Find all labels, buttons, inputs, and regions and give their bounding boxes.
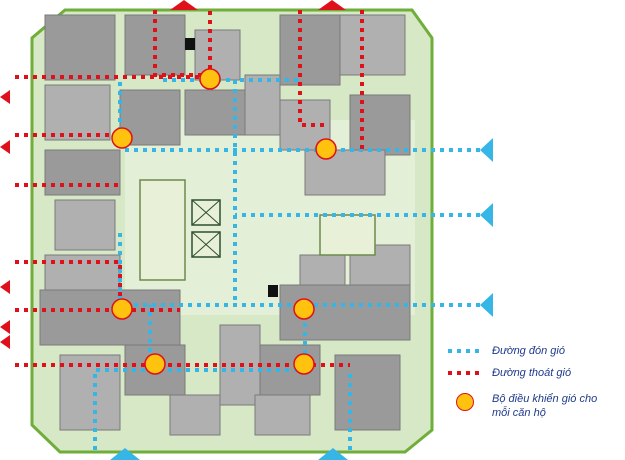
elevator-cross: [191, 199, 221, 226]
apartment-unit: [59, 354, 121, 431]
exhaust-arrow-icon: [318, 0, 346, 10]
exhaust-arrow-icon: [0, 140, 10, 154]
exhaust-arrow-icon: [0, 280, 10, 294]
apartment-unit: [349, 94, 411, 156]
apartment-unit: [54, 199, 116, 251]
exhaust-path: [298, 10, 325, 127]
apartment-unit: [44, 14, 116, 81]
wind-controller-icon: [293, 353, 315, 375]
stair-core: [139, 179, 186, 281]
wind-controller-icon: [293, 298, 315, 320]
intake-path: [160, 78, 237, 300]
exhaust-arrow-icon: [0, 90, 10, 104]
legend-exhaust-label: Đường thoát gió: [492, 367, 572, 379]
apartment-unit: [44, 149, 121, 196]
wind-controller-icon: [111, 127, 133, 149]
legend-controller: Bộ điều khiển gió cho mỗi căn hộ: [448, 392, 597, 420]
apartment-unit: [279, 14, 341, 86]
intake-path: [93, 305, 307, 450]
building-core: [139, 38, 376, 297]
exhaust-swatch-icon: [448, 371, 482, 375]
apartment-unit: [39, 289, 181, 346]
intake-swatch-icon: [448, 349, 482, 353]
apartment-unit: [304, 149, 386, 196]
legend-controller-label: Bộ điều khiển gió cho: [492, 393, 598, 405]
exhaust-arrow-icon: [0, 335, 10, 349]
exhaust-path: [15, 260, 122, 308]
apartment-unit: [44, 84, 111, 141]
apartment-unit: [169, 394, 221, 436]
elevator-cross: [191, 231, 221, 258]
exhaust-arrow-icon: [170, 0, 198, 10]
wind-controller-icon: [111, 298, 133, 320]
legend-controller-text: Bộ điều khiển gió cho mỗi căn hộ: [492, 392, 597, 420]
wind-controller-icon: [315, 138, 337, 160]
exhaust-arrows: [0, 0, 346, 349]
legend-intake-label: Đường đón gió: [492, 345, 565, 357]
legend-controller-label-2: mỗi căn hộ: [492, 407, 546, 419]
intake-arrow-icon: [480, 203, 493, 227]
intake-path: [240, 40, 302, 82]
intake-arrow-icon: [480, 293, 493, 317]
intake-arrows: [110, 138, 493, 460]
apartment-unit: [254, 394, 311, 436]
exhaust-arrow-icon: [0, 320, 10, 334]
wind-controllers: [111, 68, 337, 375]
intake-arrow-icon: [318, 448, 348, 460]
intake-arrow-icon: [480, 138, 493, 162]
legend-intake: Đường đón gió: [448, 344, 565, 358]
apartment-unit: [334, 354, 401, 431]
apartment-unit: [299, 254, 346, 286]
intake-arrow-icon: [110, 448, 140, 460]
wind-controller-icon: [144, 353, 166, 375]
duct-shaft: [185, 38, 195, 50]
apartment-unit: [339, 14, 406, 76]
stair-core: [319, 214, 376, 256]
duct-shaft: [268, 285, 278, 297]
exhaust-path: [153, 10, 212, 77]
apartment-unit: [244, 74, 281, 136]
wind-controller-icon: [199, 68, 221, 90]
controller-swatch-icon: [456, 393, 474, 411]
legend-exhaust: Đường thoát gió: [448, 366, 571, 380]
